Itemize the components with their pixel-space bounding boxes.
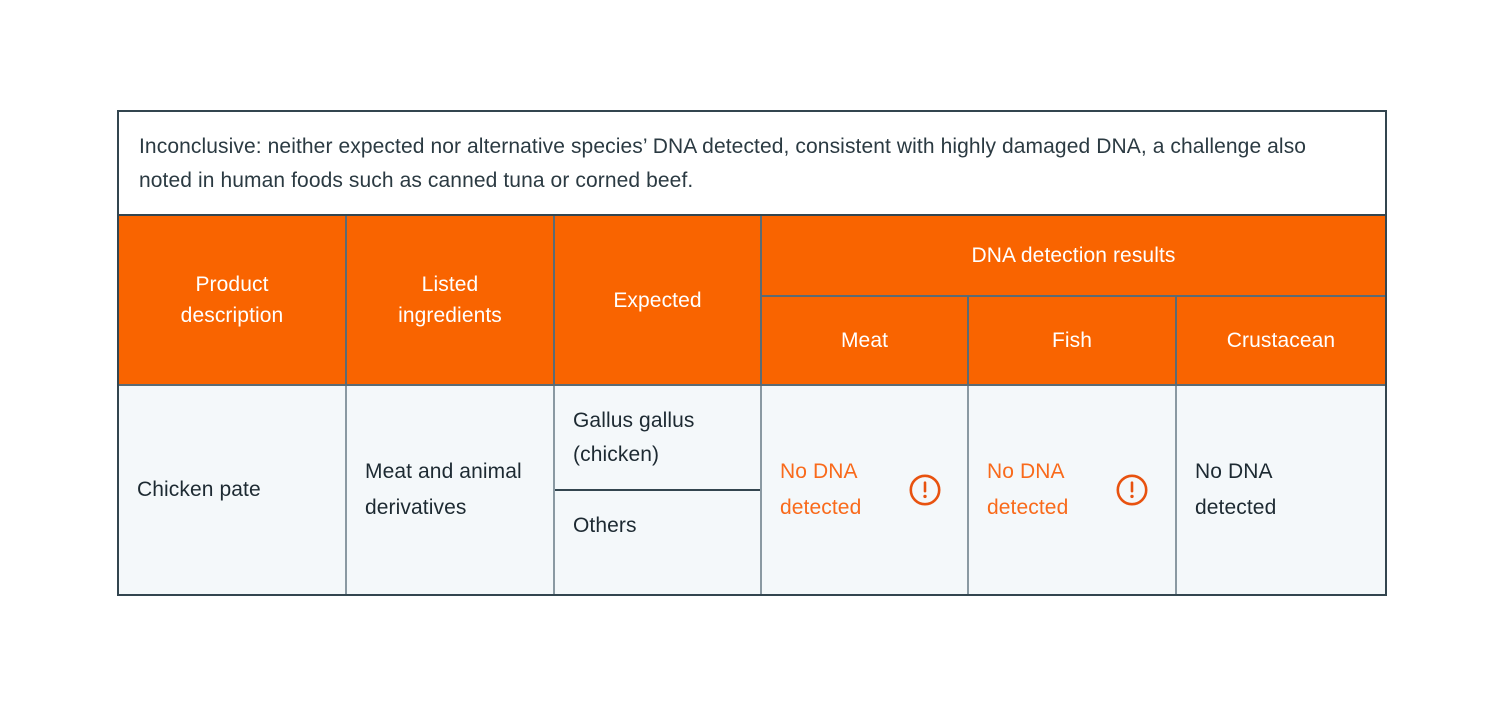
column-header-expected: Expected bbox=[555, 216, 762, 386]
alert-circle-icon bbox=[1116, 474, 1148, 506]
product-description-line1: Product bbox=[195, 273, 269, 296]
table-row-cell-expected: Gallus gallus (chicken) Others bbox=[555, 386, 762, 594]
product-description-line2: description bbox=[180, 304, 284, 327]
dna-results-table: Inconclusive: neither expected nor alter… bbox=[117, 110, 1387, 596]
table-row-cell-product-description: Chicken pate bbox=[119, 386, 347, 594]
inconclusive-note-text: Inconclusive: neither expected nor alter… bbox=[139, 135, 1307, 192]
expected-secondary-value: Others bbox=[573, 514, 637, 537]
listed-ingredients-line2: ingredients bbox=[398, 304, 502, 327]
column-header-expected-label: Expected bbox=[613, 288, 702, 312]
table-grid: Product description Listed ingredients E… bbox=[119, 216, 1385, 594]
column-header-listed-ingredients-label: Listed ingredients bbox=[398, 269, 502, 331]
table-row-cell-crustacean-result: No DNA detected bbox=[1177, 386, 1385, 594]
table-row-cell-fish-result: No DNA detected bbox=[969, 386, 1177, 594]
table-row-cell-listed-ingredients: Meat and animal derivatives bbox=[347, 386, 555, 594]
listed-ingredients-value: Meat and animal derivatives bbox=[365, 460, 522, 519]
column-header-listed-ingredients: Listed ingredients bbox=[347, 216, 555, 386]
column-header-fish-label: Fish bbox=[1051, 329, 1093, 352]
column-header-product-description-label: Product description bbox=[181, 269, 284, 331]
alert-circle-icon bbox=[909, 474, 941, 506]
listed-ingredients-line1: Listed bbox=[421, 273, 479, 296]
column-header-fish: Fish bbox=[969, 297, 1177, 386]
column-header-meat-label: Meat bbox=[840, 329, 889, 352]
inconclusive-note-row: Inconclusive: neither expected nor alter… bbox=[119, 112, 1385, 216]
product-description-value: Chicken pate bbox=[137, 478, 261, 501]
meat-result-value: No DNA detected bbox=[780, 460, 862, 519]
column-header-crustacean-label: Crustacean bbox=[1226, 329, 1336, 352]
column-header-crustacean: Crustacean bbox=[1177, 297, 1385, 386]
crustacean-result-value: No DNA detected bbox=[1195, 460, 1277, 519]
table-row-cell-meat-result: No DNA detected bbox=[762, 386, 969, 594]
column-group-header-dna-detection-results: DNA detection results bbox=[762, 216, 1385, 297]
column-header-meat: Meat bbox=[762, 297, 969, 386]
expected-primary-value: Gallus gallus (chicken) bbox=[555, 386, 760, 491]
dna-detection-results-label: DNA detection results bbox=[971, 244, 1176, 267]
column-header-product-description: Product description bbox=[119, 216, 347, 386]
fish-result-value: No DNA detected bbox=[987, 460, 1069, 519]
